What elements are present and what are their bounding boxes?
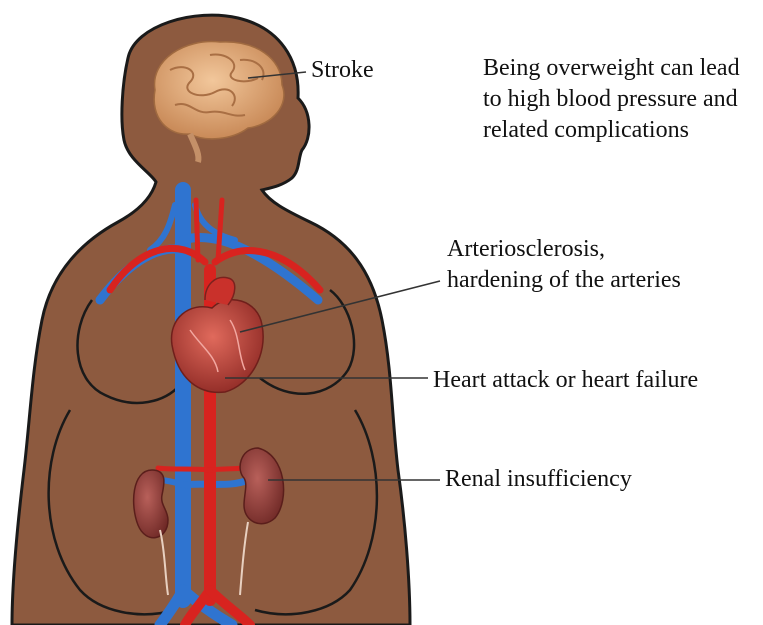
label-arteriosclerosis-line2: hardening of the arteries	[447, 265, 681, 296]
label-heart: Heart attack or heart failure	[433, 365, 698, 395]
label-stroke: Stroke	[311, 55, 374, 85]
label-renal: Renal insufficiency	[445, 464, 632, 494]
label-arteriosclerosis-line1: Arteriosclerosis,	[447, 234, 681, 265]
caption-text: Being overweight can lead to high blood …	[483, 53, 753, 146]
kidney-left	[134, 470, 168, 538]
label-arteriosclerosis: Arteriosclerosis, hardening of the arter…	[447, 234, 681, 296]
